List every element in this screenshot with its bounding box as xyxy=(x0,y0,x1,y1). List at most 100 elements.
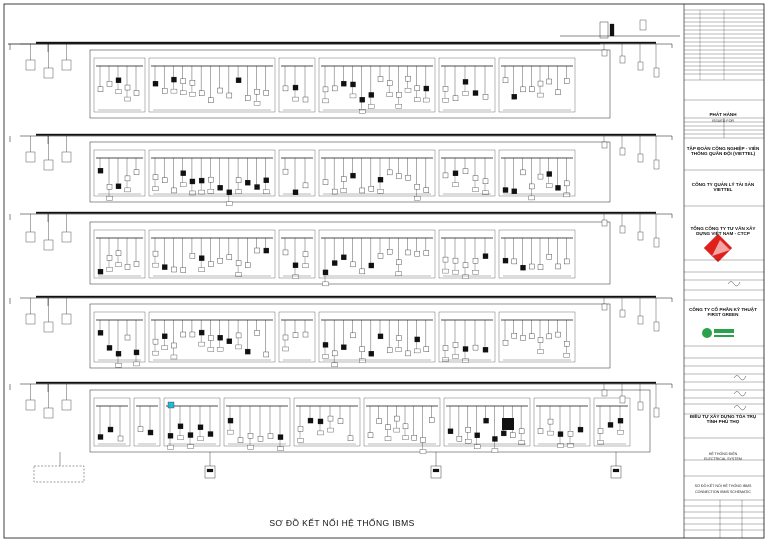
panel xyxy=(653,237,660,248)
field-device xyxy=(189,178,196,185)
field-device xyxy=(292,189,299,195)
field-device xyxy=(511,258,517,265)
sensor xyxy=(349,93,357,99)
zone-frame xyxy=(533,397,591,447)
rooftop-unit-core xyxy=(612,468,620,473)
zone-frame xyxy=(293,397,361,447)
field-device xyxy=(226,338,233,344)
title-block-project: ĐIỀU TỰ XÂY DỰNG TÒA TRỤ TỈNH PHÚ THỌ xyxy=(689,414,757,425)
field-device xyxy=(267,433,274,439)
title-block-manager: CÔNG TY QUẢN LÝ TÀI SẢN VIETTEL xyxy=(691,182,755,193)
field-device xyxy=(117,435,124,442)
field-device xyxy=(452,257,459,264)
zone-frame xyxy=(438,311,496,363)
cabinet xyxy=(61,399,72,411)
field-device xyxy=(147,429,154,436)
field-device xyxy=(537,80,544,87)
field-device xyxy=(307,417,314,424)
field-device xyxy=(341,176,347,182)
field-device xyxy=(177,423,184,429)
field-device xyxy=(106,255,113,261)
sensor xyxy=(198,267,205,272)
sensor xyxy=(340,188,347,193)
panel xyxy=(601,303,608,311)
field-device xyxy=(396,173,402,179)
zone-frame xyxy=(438,57,496,113)
field-device xyxy=(124,264,131,270)
sensor xyxy=(170,354,178,360)
field-device xyxy=(502,340,509,346)
field-device xyxy=(337,418,344,424)
panel xyxy=(619,225,626,234)
field-device xyxy=(162,333,168,339)
title-block-owner: TẬP ĐOÀN CÔNG NGHIỆP - VIỄN THÔNG QUÂN Đ… xyxy=(686,146,760,157)
sensor xyxy=(152,262,159,268)
sensor xyxy=(327,427,334,433)
sensor xyxy=(472,187,479,192)
field-device xyxy=(263,90,269,96)
title-block-contractor: CÔNG TY CỔ PHẦN KỸ THUẬT FIRST GREEN xyxy=(689,307,757,318)
field-device xyxy=(282,249,289,256)
field-device xyxy=(452,342,459,348)
sensor xyxy=(452,269,459,275)
field-device xyxy=(546,78,552,85)
field-device xyxy=(564,341,570,347)
field-device xyxy=(152,80,159,87)
field-device xyxy=(350,81,356,88)
field-device xyxy=(254,184,260,190)
zone-frame xyxy=(93,397,131,447)
zone-frame xyxy=(498,57,576,113)
signature xyxy=(733,405,747,411)
cabinet xyxy=(61,151,72,163)
field-device xyxy=(376,418,382,424)
field-device xyxy=(137,426,144,432)
field-device xyxy=(124,175,131,182)
field-device xyxy=(423,187,430,193)
field-device xyxy=(462,79,469,85)
company-logo-green-circle-icon xyxy=(702,328,734,338)
sensor xyxy=(115,89,122,94)
field-device xyxy=(302,251,309,257)
field-device xyxy=(189,331,196,338)
field-device xyxy=(180,170,186,176)
sensor xyxy=(567,443,574,448)
field-device xyxy=(472,90,479,96)
field-device xyxy=(529,86,535,92)
sensor xyxy=(124,187,131,193)
sensor xyxy=(133,361,140,367)
sensor xyxy=(393,427,400,433)
field-device xyxy=(510,432,516,438)
field-device xyxy=(368,351,375,357)
sensor xyxy=(359,358,366,363)
floor-bus-bar xyxy=(36,133,656,136)
field-device xyxy=(263,177,269,183)
panel xyxy=(637,315,644,325)
field-device xyxy=(529,333,535,339)
sensor xyxy=(442,268,449,274)
sensor xyxy=(152,186,159,191)
sensor xyxy=(263,189,270,194)
field-device xyxy=(482,347,489,353)
field-device xyxy=(327,415,334,422)
distribution-panel xyxy=(599,21,609,39)
title-block-drawing-name-en: CONNECTION IBMS SCHEMATIC xyxy=(695,490,751,494)
zone-frame xyxy=(148,229,276,279)
title-block-drawing-name: SƠ ĐỒ KẾT NỐI HỆ THỐNG IBMS xyxy=(694,484,752,488)
sensor xyxy=(452,354,459,359)
field-device xyxy=(474,432,480,438)
field-device xyxy=(423,250,430,256)
field-device xyxy=(235,77,242,83)
field-device xyxy=(282,168,289,175)
field-device xyxy=(537,173,544,180)
sensor xyxy=(253,101,261,106)
cabinet xyxy=(25,231,36,243)
sensor xyxy=(152,350,159,356)
field-device xyxy=(396,259,402,265)
sensor xyxy=(292,96,299,102)
field-device xyxy=(385,424,391,430)
sheet-border xyxy=(3,3,765,539)
panel xyxy=(653,407,660,418)
field-device xyxy=(420,437,426,443)
zone-frame xyxy=(278,149,316,197)
sensor xyxy=(198,341,205,347)
